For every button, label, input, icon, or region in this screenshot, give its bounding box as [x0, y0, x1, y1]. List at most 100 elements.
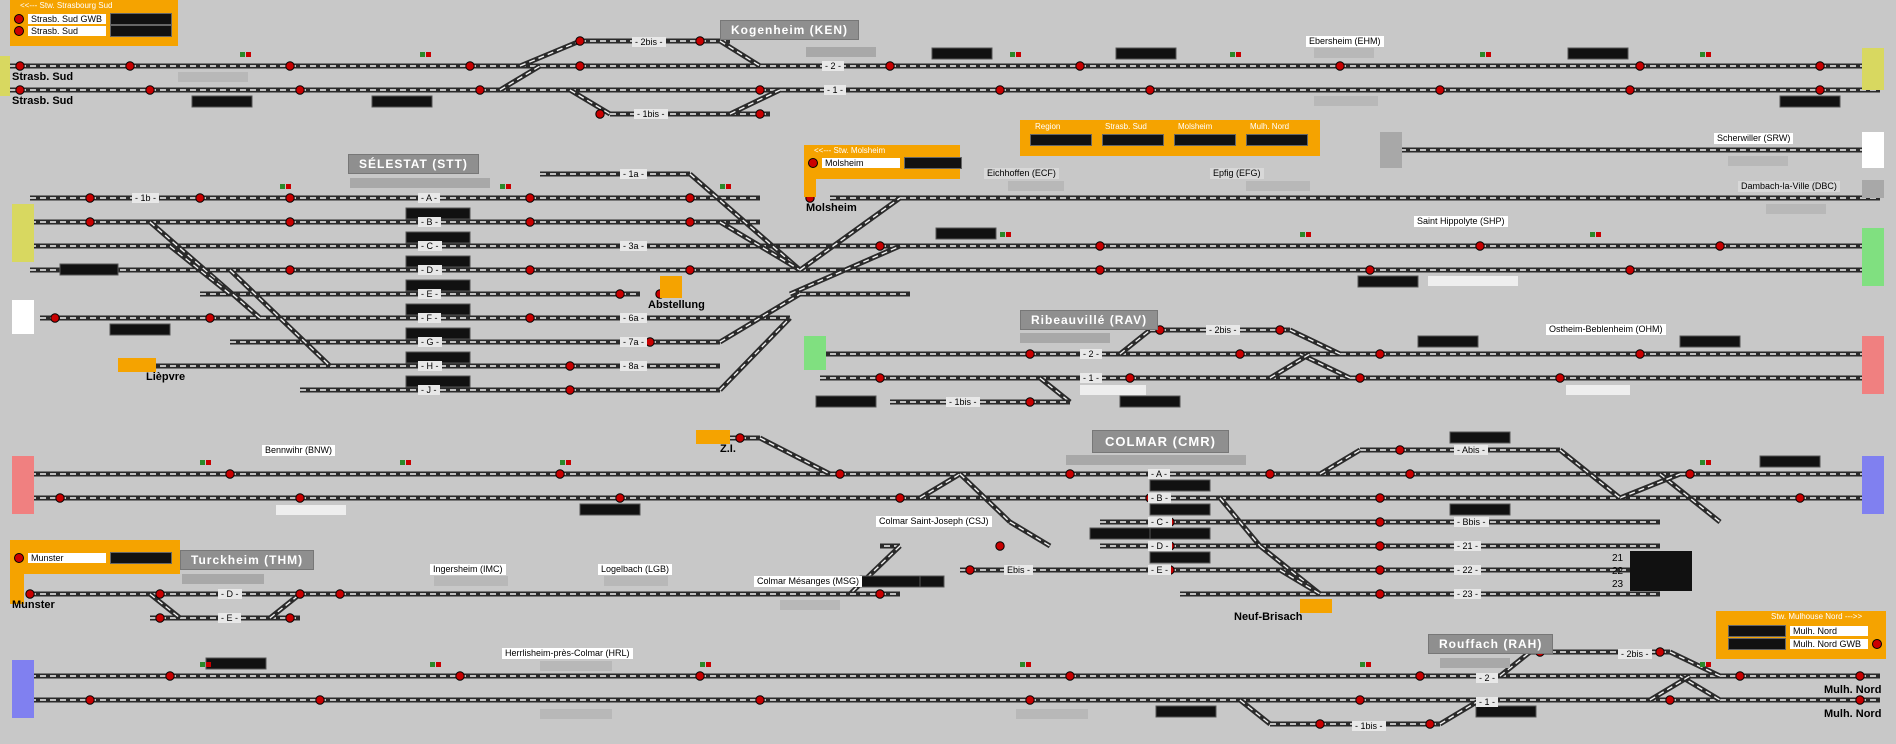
track-ken-1bis[interactable]: - 1bis -	[634, 109, 668, 119]
track-segment	[229, 269, 331, 367]
status-col-mulh: Mulh. Nord	[1250, 122, 1290, 131]
edge-north-east-top[interactable]	[1862, 48, 1884, 90]
panel-mulhouse-row-nord[interactable]: Mulh. Nord	[1728, 625, 1868, 637]
row-label: Mulh. Nord	[1790, 626, 1868, 636]
track-stt-G[interactable]: - G -	[418, 337, 442, 347]
track-stt-1a[interactable]: - 1a -	[620, 169, 648, 179]
track-rav-2[interactable]: - 2 -	[1080, 349, 1103, 359]
edge-scherwiller-west[interactable]	[1380, 132, 1402, 168]
signal-aspect	[566, 460, 571, 465]
track-cmr-E[interactable]: - E -	[1148, 565, 1171, 575]
signal-icon	[1555, 373, 1565, 383]
edge-dambach-east[interactable]	[1862, 180, 1884, 198]
station-selestat[interactable]: SÉLESTAT (STT)	[348, 154, 479, 174]
place-epfig: Epfig (EFG)	[1210, 168, 1264, 179]
track-cmr-Ebis[interactable]: Ebis -	[1004, 565, 1034, 575]
signal-icon	[50, 313, 60, 323]
signal-icon	[1145, 85, 1155, 95]
track-thm-E[interactable]: - E -	[218, 613, 241, 623]
panel-molsheim-row[interactable]: Molsheim	[808, 157, 962, 169]
edge-bennwihr-west[interactable]	[12, 456, 34, 514]
panel-munster-row[interactable]: Munster	[14, 552, 172, 564]
signal-icon	[165, 671, 175, 681]
track-cmr-Abis[interactable]: - Abis -	[1454, 445, 1489, 455]
signal-icon	[1655, 647, 1665, 657]
track-stt-3a[interactable]: - 3a -	[620, 241, 648, 251]
track-stt-C[interactable]: - C -	[418, 241, 442, 251]
edge-strasbourg[interactable]	[0, 56, 10, 96]
block-display	[579, 503, 641, 516]
signal-icon	[1855, 695, 1865, 705]
track-stt-J[interactable]: - J -	[418, 385, 440, 395]
panel-strasbourg-row-sud[interactable]: Strasb. Sud	[14, 25, 172, 37]
signal-aspect	[1006, 232, 1011, 237]
signal-icon	[465, 61, 475, 71]
edge-ohm-east[interactable]	[1862, 336, 1884, 394]
track-stt-1b[interactable]: - 1b -	[132, 193, 160, 203]
track-stt-D[interactable]: - D -	[418, 265, 442, 275]
track-stt-A[interactable]: - A -	[418, 193, 441, 203]
track-rav-2bis[interactable]: - 2bis -	[1206, 325, 1240, 335]
info-strip	[1008, 181, 1064, 191]
edge-hrl-west[interactable]	[12, 660, 34, 718]
track-stt-B[interactable]: - B -	[418, 217, 441, 227]
cmr-list-23: 23	[1612, 579, 1624, 590]
track-stt-7a[interactable]: - 7a -	[620, 337, 648, 347]
track-cmr-21[interactable]: - 21 -	[1454, 541, 1482, 551]
track-rah-1bis[interactable]: - 1bis -	[1352, 721, 1386, 731]
signal-icon	[595, 109, 605, 119]
station-ribeauville[interactable]: Ribeauvillé (RAV)	[1020, 310, 1159, 330]
signal-icon	[1375, 541, 1385, 551]
edge-cmr-east[interactable]	[1862, 456, 1884, 514]
signal-icon	[695, 671, 705, 681]
track-ken-2bis[interactable]: - 2bis -	[632, 37, 666, 47]
edge-rav-west[interactable]	[804, 336, 826, 370]
edge-shp-east[interactable]	[1862, 228, 1884, 286]
track-thm-D[interactable]: - D -	[218, 589, 242, 599]
panel-mulhouse-row-gwb[interactable]: Mulh. Nord GWB	[1728, 638, 1882, 650]
signal-icon	[1235, 349, 1245, 359]
track-rah-2bis[interactable]: - 2bis -	[1618, 649, 1652, 659]
station-rouffach[interactable]: Rouffach (RAH)	[1428, 634, 1554, 654]
track-stt-E[interactable]: - E -	[418, 289, 441, 299]
track-rav-1bis[interactable]: - 1bis -	[946, 397, 980, 407]
signal-icon	[295, 493, 305, 503]
track-cmr-A[interactable]: - A -	[1148, 469, 1171, 479]
track-rav-1[interactable]: - 1 -	[1080, 373, 1103, 383]
track-cmr-Bbis[interactable]: - Bbis -	[1454, 517, 1489, 527]
track-stt-6a[interactable]: - 6a -	[620, 313, 648, 323]
signal-aspect	[420, 52, 425, 57]
track-segment	[1119, 329, 1151, 355]
cmr-list-display	[1630, 551, 1692, 591]
track-ken-1[interactable]: - 1 -	[824, 85, 847, 95]
track-cmr-B[interactable]: - B -	[1148, 493, 1171, 503]
panel-strasbourg-row-gwb[interactable]: Strasb. Sud GWB	[14, 13, 172, 25]
info-strip	[178, 72, 248, 82]
edge-selestat-west[interactable]	[12, 204, 34, 262]
status-display-strasb	[1102, 134, 1164, 146]
signal-icon	[1815, 85, 1825, 95]
station-kogenheim[interactable]: Kogenheim (KEN)	[720, 20, 859, 40]
signal-icon	[1635, 61, 1645, 71]
counter-display	[110, 552, 172, 564]
track-rah-2[interactable]: - 2 -	[1476, 673, 1499, 683]
block-display	[1149, 551, 1211, 564]
edge-liepvre-west[interactable]	[12, 300, 34, 334]
track-cmr-23[interactable]: - 23 -	[1454, 589, 1482, 599]
track-cmr-22[interactable]: - 22 -	[1454, 565, 1482, 575]
track-stt-8a[interactable]: - 8a -	[620, 361, 648, 371]
track-stt-H[interactable]: - H -	[418, 361, 442, 371]
track-cmr-D[interactable]: - D -	[1148, 541, 1172, 551]
track-cmr-C[interactable]: - C -	[1148, 517, 1172, 527]
track-rah-1[interactable]: - 1 -	[1476, 697, 1499, 707]
track-stt-F[interactable]: - F -	[418, 313, 441, 323]
station-colmar[interactable]: COLMAR (CMR)	[1092, 430, 1229, 453]
edge-scherwiller-east[interactable]	[1862, 132, 1884, 168]
row-label: Molsheim	[822, 158, 900, 168]
track-ken-2[interactable]: - 2 -	[822, 61, 845, 71]
signal-icon	[455, 671, 465, 681]
station-turckheim[interactable]: Turckheim (THM)	[180, 550, 315, 570]
info-strip	[780, 600, 840, 610]
signal-aspect	[720, 184, 725, 189]
track-segment	[689, 173, 801, 271]
